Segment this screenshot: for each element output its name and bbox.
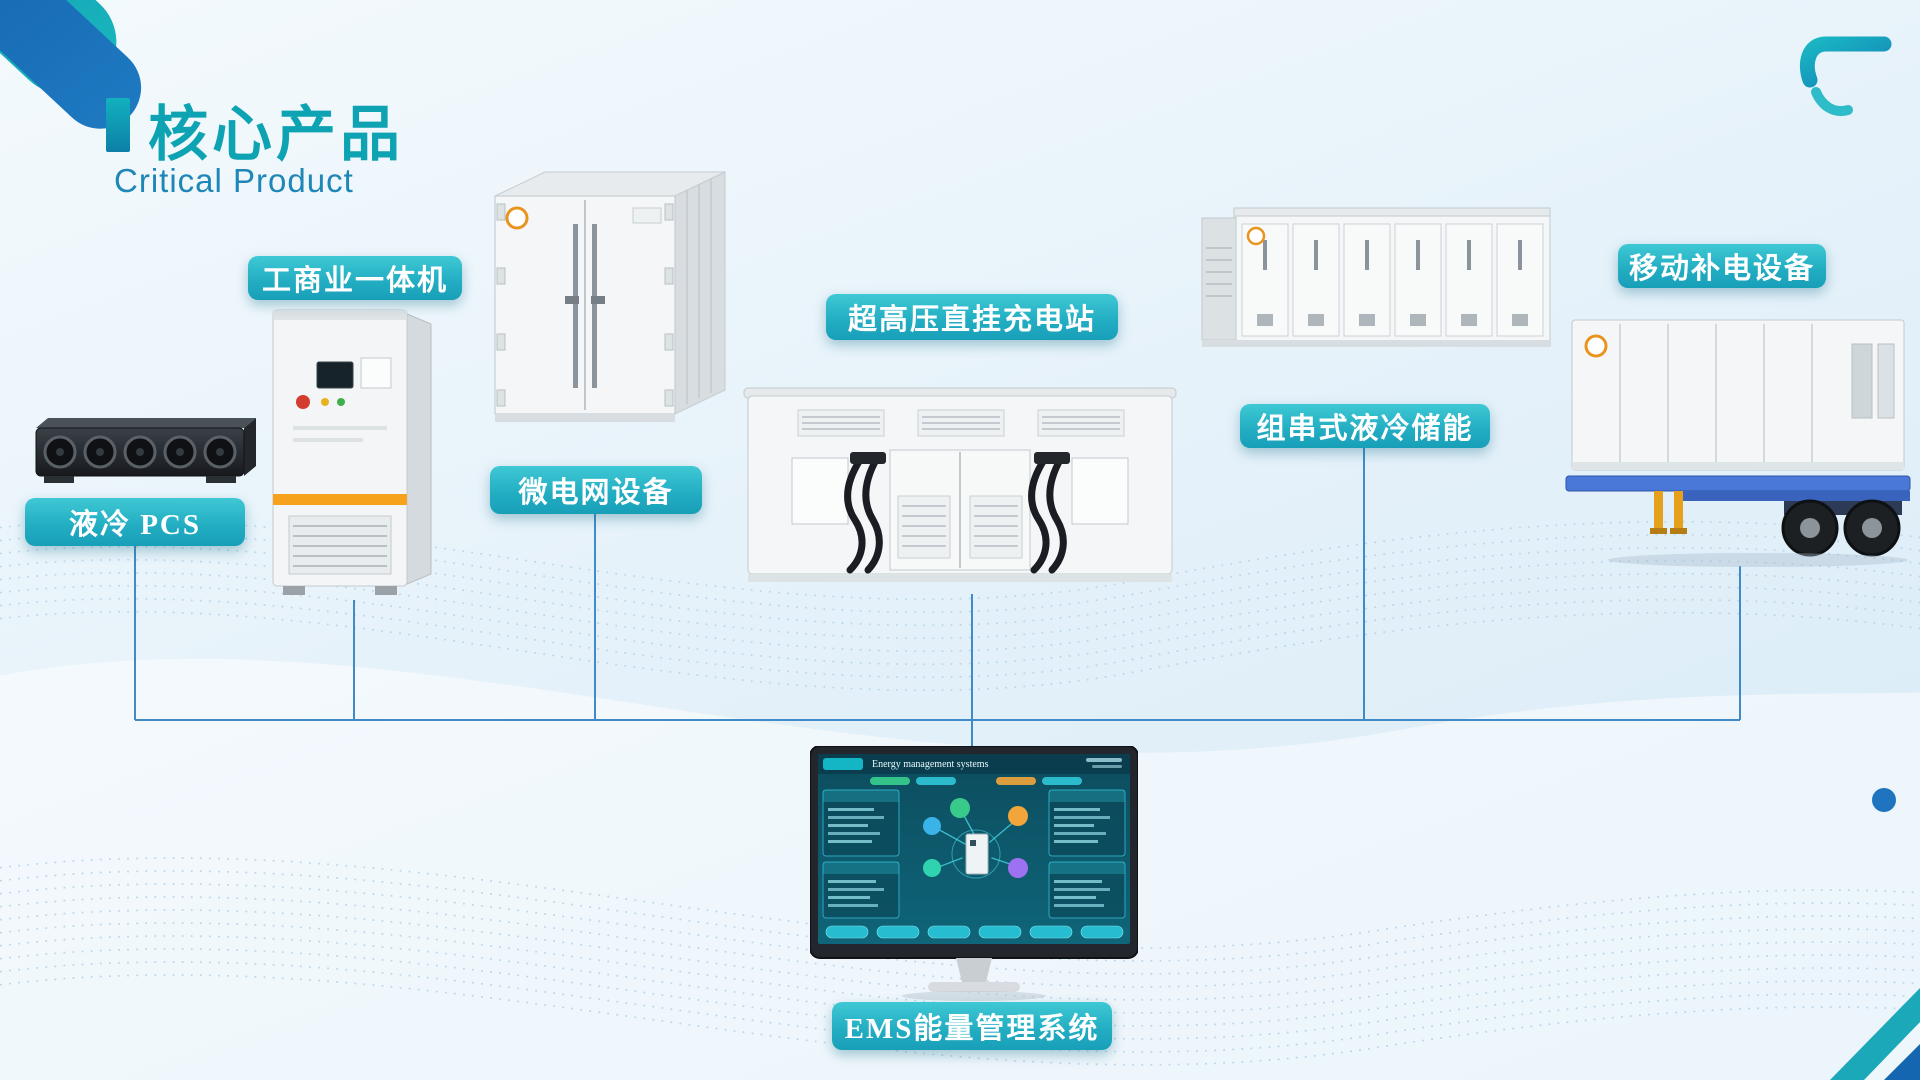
charger-node-icon [923,859,941,877]
trailer-frame [1565,475,1911,492]
landing-gear [1650,491,1687,534]
ems-mode-row [870,777,1082,785]
brand-dot-icon [1584,334,1608,358]
emergency-stop-button-icon [296,395,310,409]
uhv-charging-station-image [743,387,1177,582]
product-badge-liquid-cooled-pcs: 液冷 PCS [25,498,245,546]
ems-screen-title: Energy management systems [872,759,989,770]
monitor-stand [956,958,992,982]
ems-screen-buttons [825,925,1124,939]
product-badge-commercial-all-in-one: 工商业一体机 [248,256,462,300]
microgrid-equipment-image [494,171,726,422]
pv-node-icon [950,798,970,818]
mobile-recharging-image [1565,319,1911,567]
orange-stripe [273,494,407,505]
trailer-wheels [1781,499,1901,557]
ems-badge: EMS能量管理系统 [832,1002,1112,1050]
grid-node-icon [1008,806,1028,826]
product-badge-uhv-charging-station: 超高压直挂充电站 [826,294,1118,340]
roof-louvers [797,409,1125,437]
brand-dot-icon [1246,226,1266,246]
charging-cables [844,456,1067,574]
load-node-icon [923,817,941,835]
title-accent-bar [106,98,130,152]
ems-flow-diagram [923,798,1028,879]
deco-dot [1872,788,1896,812]
product-badge-mobile-recharging: 移动补电设备 [1618,244,1826,288]
ems-logo-chip [823,758,863,770]
brand-logo [1799,36,1892,116]
ems-panel-right-bottom [1048,861,1126,919]
ems-panel-left-bottom [822,861,900,919]
commercial-all-in-one-image [272,309,432,595]
product-badge-string-storage: 组串式液冷储能 [1240,404,1490,448]
monitor-base [928,982,1020,992]
page-subtitle: Critical Product [114,162,354,199]
page-title: 核心产品 [148,101,404,168]
product-badge-microgrid-equipment: 微电网设备 [490,466,702,514]
ems-panel-right-top [1048,789,1126,857]
storage-node-icon [1008,858,1028,878]
string-storage-image [1201,207,1551,347]
brand-dot-icon [505,206,529,230]
ems-panel-left-top [822,789,900,857]
liquid-cooled-pcs-image [35,418,256,483]
ems-monitor: Energy management systems [810,746,1138,1001]
fan-icons [43,435,237,469]
